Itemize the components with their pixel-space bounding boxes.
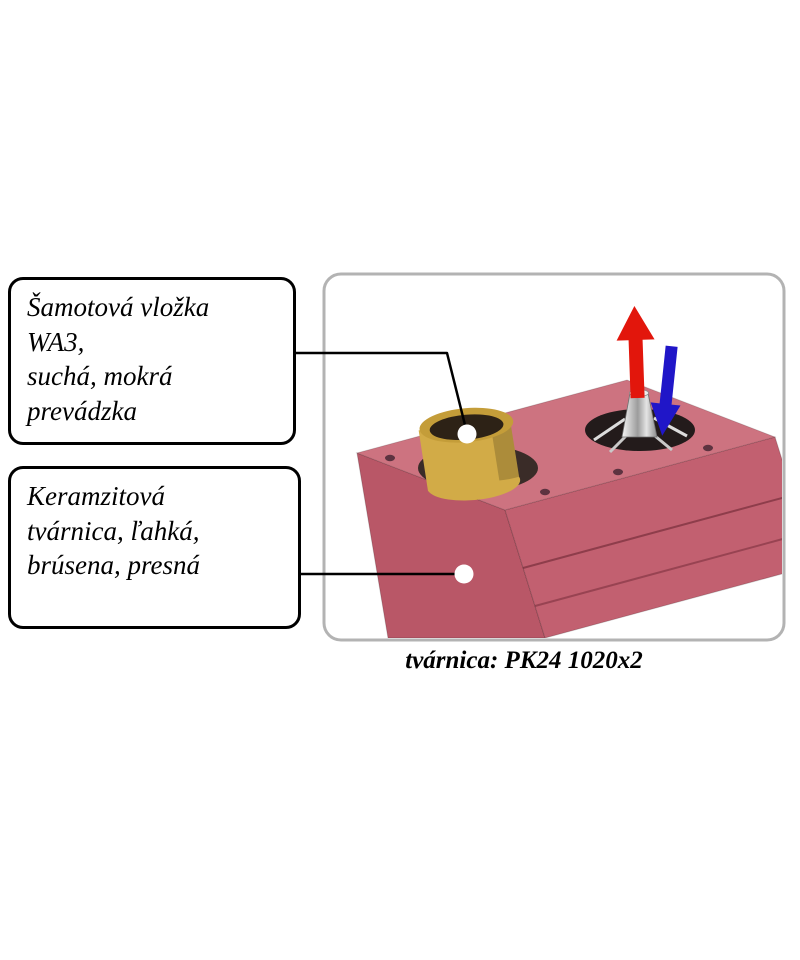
mounting-hole-dot [385, 454, 395, 462]
callout-block: Keramzitová tvárnica, ľahká, brúsena, pr… [8, 466, 301, 629]
callout-flue-liner-text: Šamotová vložka WA3, suchá, mokrá prevád… [27, 292, 210, 426]
leader-dot-liner [457, 424, 477, 444]
caption: tvárnica: PK24 1020x2 [405, 647, 643, 674]
flue-liner [418, 407, 521, 501]
callout-block-text: Keramzitová tvárnica, ľahká, brúsena, pr… [27, 481, 200, 581]
leader-line-liner [295, 351, 469, 434]
airflow-up-arrow-icon [616, 306, 655, 399]
mounting-hole-dot [703, 444, 713, 452]
chimney-block [355, 306, 782, 638]
block-joint-line [534, 532, 782, 607]
block-joint-line [522, 494, 782, 569]
callout-flue-liner: Šamotová vložka WA3, suchá, mokrá prevád… [8, 277, 296, 445]
mounting-hole-dot [540, 488, 550, 496]
leader-dot-block [454, 564, 474, 584]
block-right-face [504, 436, 782, 638]
mounting-hole-dot [613, 468, 623, 476]
airflow-down-arrow-icon [650, 345, 681, 436]
insert-leg [593, 417, 626, 442]
